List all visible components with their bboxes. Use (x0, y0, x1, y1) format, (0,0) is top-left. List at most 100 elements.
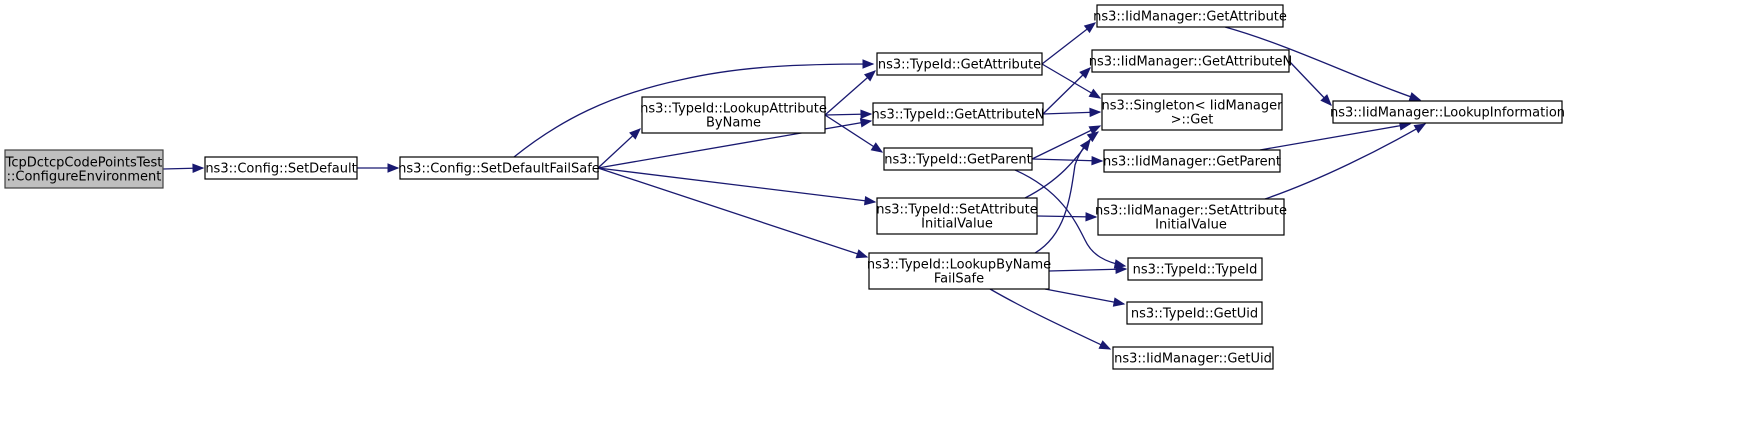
arrowhead-icon (1115, 264, 1128, 275)
node-label: ns3::TypeId::SetAttribute (876, 203, 1038, 218)
node-tid_getparent[interactable]: ns3::TypeId::GetParent (883, 147, 1033, 171)
edge-line (1264, 123, 1426, 200)
node-tid_typeid[interactable]: ns3::TypeId::TypeId (1127, 257, 1263, 281)
edge-tid_getattributen-to-singleton_get (1042, 107, 1102, 118)
edge-iid_setattrinit-to-iid_lookupinfo (1264, 123, 1427, 200)
edge-line (824, 70, 876, 116)
arrowhead-icon (629, 128, 641, 140)
node-label: ns3::TypeId::LookupByName (867, 258, 1051, 273)
node-box[interactable] (872, 102, 1044, 126)
node-label: ns3::IidManager::GetAttributeN (1089, 55, 1293, 70)
edge-lookupattrbyname-to-tid_getattribute (824, 70, 877, 116)
edge-line (1041, 63, 1101, 99)
node-box[interactable] (4, 149, 164, 189)
node-box[interactable] (1097, 198, 1285, 236)
edge-line (1031, 125, 1101, 160)
node-label: ns3::Config::SetDefault (205, 162, 356, 177)
node-iid_setattrinit[interactable]: ns3::IidManager::SetAttributeInitialValu… (1095, 198, 1287, 236)
edge-line (1024, 139, 1091, 199)
edge-setdefaultfailsafe-to-tid_lookupbyname (597, 167, 869, 259)
node-label: ns3::TypeId::GetUid (1131, 307, 1258, 322)
node-box[interactable] (1332, 100, 1563, 124)
edge-tid_getattribute-to-iid_getattribute (1041, 22, 1097, 65)
edge-line (1031, 158, 1103, 162)
arrowhead-icon (1086, 131, 1100, 143)
node-tid_getattribute[interactable]: ns3::TypeId::GetAttribute (876, 52, 1043, 76)
edge-line (824, 114, 883, 153)
edge-line (597, 167, 868, 258)
edge-line (989, 288, 1111, 350)
arrowhead-icon (1112, 297, 1126, 307)
node-iid_getparent[interactable]: ns3::IidManager::GetParent (1103, 149, 1281, 173)
edge-lookupattrbyname-to-tid_getparent (824, 114, 884, 153)
node-label: TcpDctcpCodePointsTest (5, 156, 163, 171)
node-tid_getattributen[interactable]: ns3::TypeId::GetAttributeN (871, 102, 1045, 126)
node-box[interactable] (204, 156, 358, 180)
edge-tid_getparent-to-singleton_get (1031, 125, 1102, 160)
edge-line (1048, 268, 1127, 272)
node-setdefault[interactable]: ns3::Config::SetDefault (204, 156, 358, 180)
arrowhead-icon (863, 70, 877, 82)
node-iid_getattributen[interactable]: ns3::IidManager::GetAttributeN (1089, 49, 1293, 73)
node-box[interactable] (1096, 4, 1284, 28)
arrowhead-icon (1089, 107, 1102, 118)
edge-line (1224, 26, 1421, 101)
node-label: FailSafe (934, 272, 984, 287)
node-label: ns3::TypeId::GetParent (884, 153, 1032, 168)
arrowhead-icon (859, 118, 873, 128)
node-label: InitialValue (921, 217, 993, 232)
edge-iid_getattributen-to-iid_lookupinfo (1288, 60, 1332, 106)
node-iid_lookupinfo[interactable]: ns3::IidManager::LookupInformation (1330, 100, 1565, 124)
node-root[interactable]: TcpDctcpCodePointsTest::ConfigureEnviron… (4, 149, 164, 189)
arrowhead-icon (1091, 155, 1104, 166)
node-setdefaultfailsafe[interactable]: ns3::Config::SetDefaultFailSafe (398, 156, 600, 180)
node-label: ns3::IidManager::GetUid (1114, 352, 1272, 367)
node-label: ns3::IidManager::GetParent (1103, 155, 1281, 170)
edge-iid_getattribute-to-iid_lookupinfo (1224, 26, 1422, 102)
arrowhead-icon (1098, 340, 1112, 350)
edge-tid_lookupbyname-to-singleton_get (1034, 131, 1100, 254)
edge-setdefaultfailsafe-to-lookupattrbyname (597, 128, 641, 169)
node-singleton_get[interactable]: ns3::Singleton< IidManager>::Get (1101, 93, 1283, 131)
arrowhead-icon (1088, 125, 1102, 135)
arrowhead-icon (860, 109, 873, 119)
edge-tid_lookupbyname-to-tid_getuid (1044, 288, 1126, 307)
edge-tid_setattrinit-to-iid_setattrinit (1036, 212, 1098, 222)
edge-tid_lookupbyname-to-tid_typeid (1048, 264, 1128, 275)
edge-root-to-setdefault (162, 163, 205, 173)
node-box[interactable] (1101, 93, 1283, 131)
node-box[interactable] (868, 252, 1050, 290)
edge-lookupattrbyname-to-tid_getattributen (824, 109, 873, 119)
edge-tid_getparent-to-iid_getparent (1031, 155, 1104, 166)
node-box[interactable] (1126, 301, 1263, 325)
node-box[interactable] (1103, 149, 1281, 173)
node-box[interactable] (883, 147, 1033, 171)
node-box[interactable] (876, 197, 1038, 235)
edge-setdefaultfailsafe-to-tid_setattrinit (597, 167, 877, 206)
edge-tid_lookupbyname-to-iid_getuid (989, 288, 1112, 350)
arrowhead-icon (1413, 123, 1427, 134)
edge-line (1041, 22, 1096, 65)
node-box[interactable] (1127, 257, 1263, 281)
node-box[interactable] (1112, 346, 1274, 370)
arrowhead-icon (192, 163, 205, 173)
node-box[interactable] (641, 96, 826, 134)
node-iid_getuid[interactable]: ns3::IidManager::GetUid (1112, 346, 1274, 370)
arrowhead-icon (1408, 92, 1422, 102)
node-label: >::Get (1171, 113, 1214, 128)
node-box[interactable] (399, 156, 599, 180)
node-box[interactable] (1091, 49, 1290, 73)
arrowhead-icon (855, 249, 869, 259)
edge-line (597, 167, 876, 203)
node-tid_getuid[interactable]: ns3::TypeId::GetUid (1126, 301, 1263, 325)
edge-line (1042, 67, 1091, 115)
edge-tid_getattributen-to-iid_getattributen (1042, 67, 1091, 115)
edge-line (513, 63, 874, 158)
node-box[interactable] (876, 52, 1043, 76)
node-iid_getattribute[interactable]: ns3::IidManager::GetAttribute (1093, 4, 1287, 28)
node-label: ns3::IidManager::SetAttribute (1095, 204, 1287, 219)
